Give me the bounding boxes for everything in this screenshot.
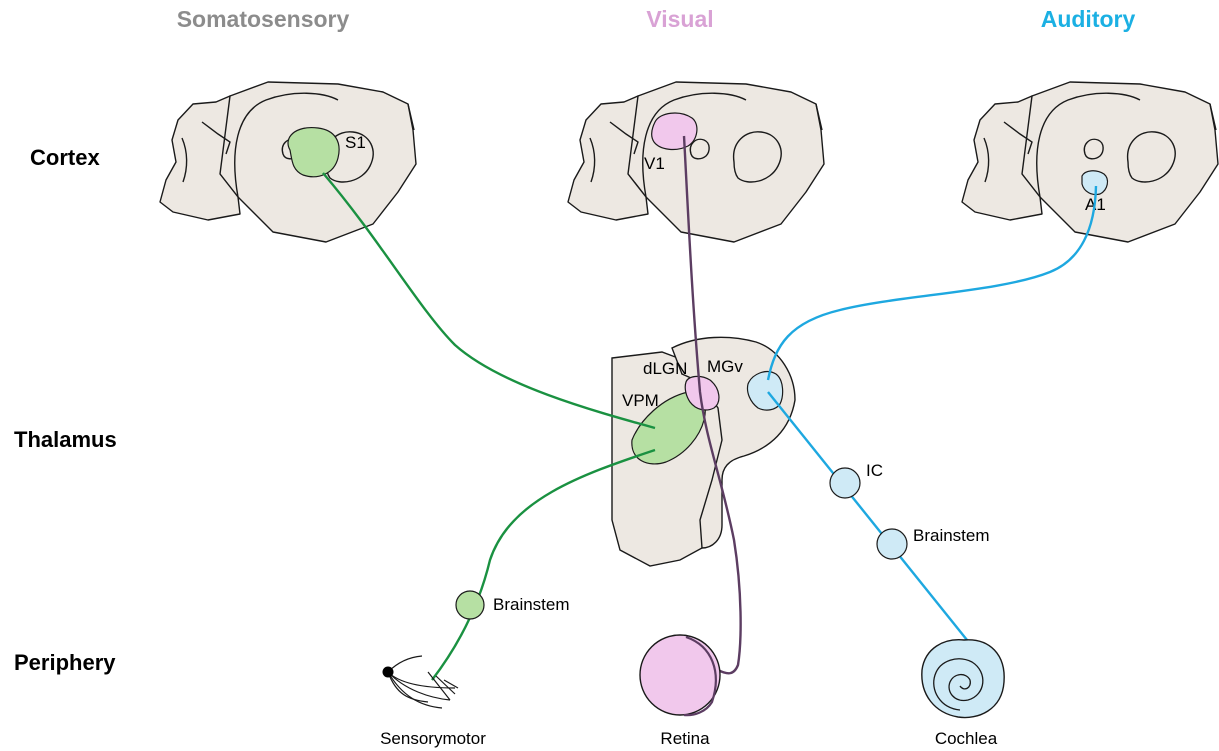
ic-node [830,468,860,498]
retina-icon [640,635,720,715]
brain-auditory [962,82,1218,242]
label-dlgn: dLGN [643,359,687,378]
label-brainstem-auditory: Brainstem [913,526,990,545]
label-v1: V1 [644,154,665,173]
label-brainstem-somato: Brainstem [493,595,570,614]
row-label-cortex: Cortex [30,145,100,170]
row-label-periphery: Periphery [14,650,116,675]
label-mgv: MGv [707,357,743,376]
brain-visual [568,82,824,242]
label-vpm: VPM [622,391,659,410]
label-sensorymotor: Sensorymotor [380,729,486,748]
cochlea-icon [922,640,1004,718]
label-ic: IC [866,461,883,480]
label-s1: S1 [345,133,366,152]
brainstem-somato-node [456,591,484,619]
brainstem-auditory-node [877,529,907,559]
whisker-icon [388,656,458,708]
brain-somatosensory [160,82,416,242]
v1-area [652,113,697,149]
whisker-follicle-dot [383,667,394,678]
label-retina: Retina [660,729,710,748]
s1-area [288,128,339,177]
header-somatosensory: Somatosensory [177,6,350,32]
header-visual: Visual [646,6,713,32]
row-label-thalamus: Thalamus [14,427,117,452]
label-cochlea: Cochlea [935,729,998,748]
auditory-pathway-cortex [768,186,1096,380]
header-auditory: Auditory [1041,6,1136,32]
auditory-pathway-periphery [768,392,967,640]
